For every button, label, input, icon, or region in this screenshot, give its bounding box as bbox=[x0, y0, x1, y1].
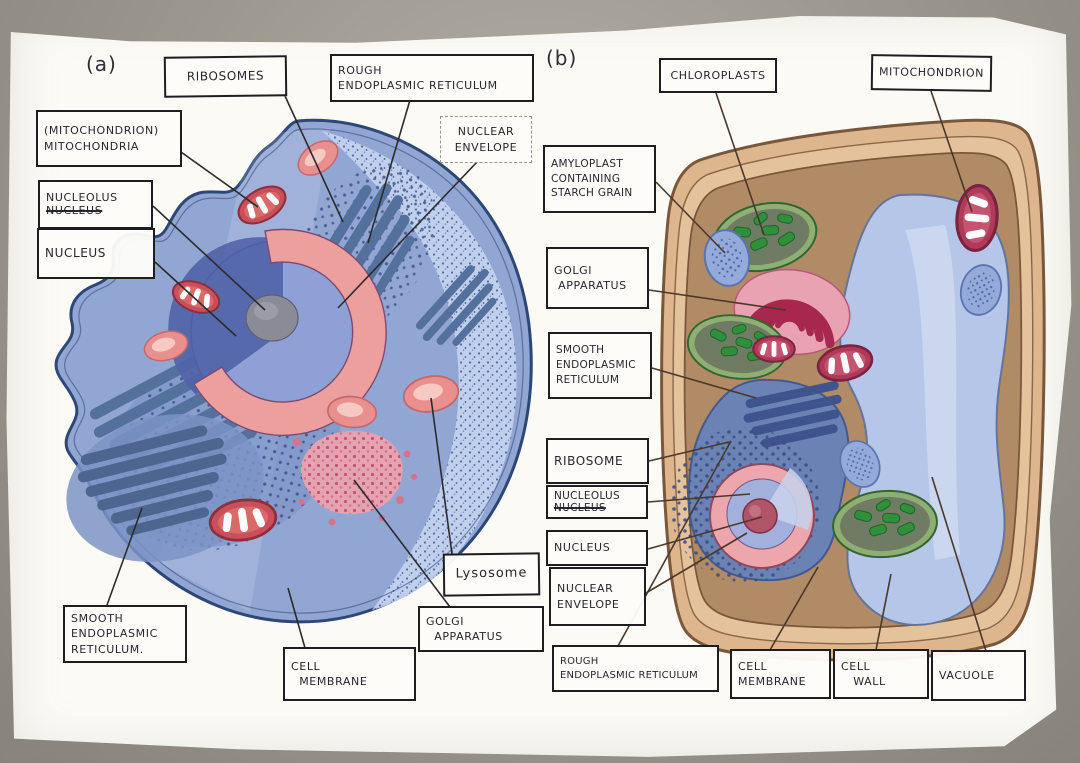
connector-line bbox=[875, 573, 892, 651]
plant-cell-drawing bbox=[660, 118, 1046, 662]
nucleolus-drawing-b bbox=[742, 498, 778, 534]
connector-lines-a bbox=[106, 95, 479, 649]
label-nuclear-envelope-a: NUCLEAR ENVELOPE bbox=[440, 116, 532, 163]
label-smooth-er-b: SMOOTH ENDOPLASMIC RETICULUM bbox=[548, 332, 652, 399]
nucleolus-text-b: NUCLEOLUS bbox=[554, 489, 620, 502]
label-mitochondria-a: (MITOCHONDRION) MITOCHONDRIA bbox=[36, 110, 182, 167]
nucleus-drawing-a bbox=[168, 228, 387, 437]
connector-line bbox=[284, 95, 344, 223]
panel-letter-a: (a) bbox=[86, 52, 117, 76]
connector-line bbox=[715, 92, 765, 236]
label-ribosome-b: RIBOSOME bbox=[546, 438, 649, 484]
label-mitochondrion-b: MITOCHONDRION bbox=[870, 54, 993, 92]
connector-line bbox=[645, 532, 748, 594]
nucleolus-struck-text-a: NUCLEUS bbox=[46, 203, 103, 217]
label-golgi-apparatus-a: GOLGI APPARATUS bbox=[418, 606, 544, 652]
label-nucleus-a: NUCLEUS bbox=[37, 228, 155, 279]
connector-line bbox=[647, 516, 763, 550]
connector-line bbox=[931, 476, 987, 652]
animal-cell-drawing bbox=[54, 118, 533, 624]
connector-line bbox=[648, 441, 730, 462]
connector-line bbox=[930, 90, 973, 213]
label-smooth-er-a: SMOOTH ENDOPLASMIC RETICULUM. bbox=[63, 605, 187, 663]
connector-lines-b bbox=[617, 90, 987, 652]
mitochondrion-drawing-b bbox=[752, 335, 796, 363]
vacuole-drawing-b bbox=[839, 193, 1010, 626]
label-amyloplast-b: AMYLOPLAST CONTAINING STARCH GRAIN bbox=[543, 145, 656, 213]
label-lysosome-a: Lysosome bbox=[442, 552, 541, 597]
nucleolus-text-a: NUCLEOLUS bbox=[46, 190, 118, 204]
connector-line bbox=[106, 507, 143, 606]
er-cluster-right-a bbox=[415, 265, 497, 346]
label-nuclear-envelope-b: NUCLEAR ENVELOPE bbox=[549, 567, 646, 626]
connector-line bbox=[152, 205, 266, 311]
connector-line bbox=[353, 479, 451, 608]
label-cell-membrane-a: CELL MEMBRANE bbox=[283, 647, 416, 701]
connector-line bbox=[769, 566, 819, 651]
label-rough-er-a: ROUGH ENDOPLASMIC RETICULUM bbox=[330, 54, 534, 102]
label-nucleolus-a: NUCLEOLUS NUCLEUS bbox=[38, 180, 153, 229]
label-ribosomes-a: RIBOSOMES bbox=[163, 55, 288, 98]
label-nucleus-b: NUCLEUS bbox=[546, 530, 648, 566]
connector-line bbox=[648, 289, 787, 311]
connector-line bbox=[651, 367, 757, 399]
connector-line bbox=[430, 397, 453, 555]
connector-line bbox=[367, 99, 411, 244]
nucleus-drawing-b bbox=[709, 463, 815, 569]
connector-line bbox=[180, 151, 259, 208]
connector-line bbox=[655, 181, 726, 254]
label-rough-er-b: ROUGH ENDOPLASMIC RETICULUM bbox=[552, 645, 719, 692]
panel-letter-b: (b) bbox=[546, 46, 578, 70]
ribosome-stipple-texture bbox=[322, 131, 517, 610]
label-cell-wall-b: CELL WALL bbox=[833, 649, 929, 699]
golgi-vesicle-mass-drawing-a bbox=[293, 418, 417, 526]
connector-line bbox=[154, 261, 237, 337]
label-nucleolus-b: NUCLEOLUS NUCLEUS bbox=[546, 485, 648, 519]
label-chloroplasts-b: CHLOROPLASTS bbox=[659, 58, 777, 93]
connector-line bbox=[337, 160, 479, 309]
label-golgi-apparatus-b: GOLGI APPARATUS bbox=[546, 247, 649, 309]
label-cell-membrane-b: CELL MEMBRANE bbox=[730, 649, 831, 699]
label-vacuole-b: VACUOLE bbox=[931, 650, 1026, 701]
nuclear-envelope-drawing-a bbox=[193, 228, 387, 437]
connector-line bbox=[287, 587, 306, 649]
nucleolus-struck-text-b: NUCLEUS bbox=[554, 502, 606, 514]
